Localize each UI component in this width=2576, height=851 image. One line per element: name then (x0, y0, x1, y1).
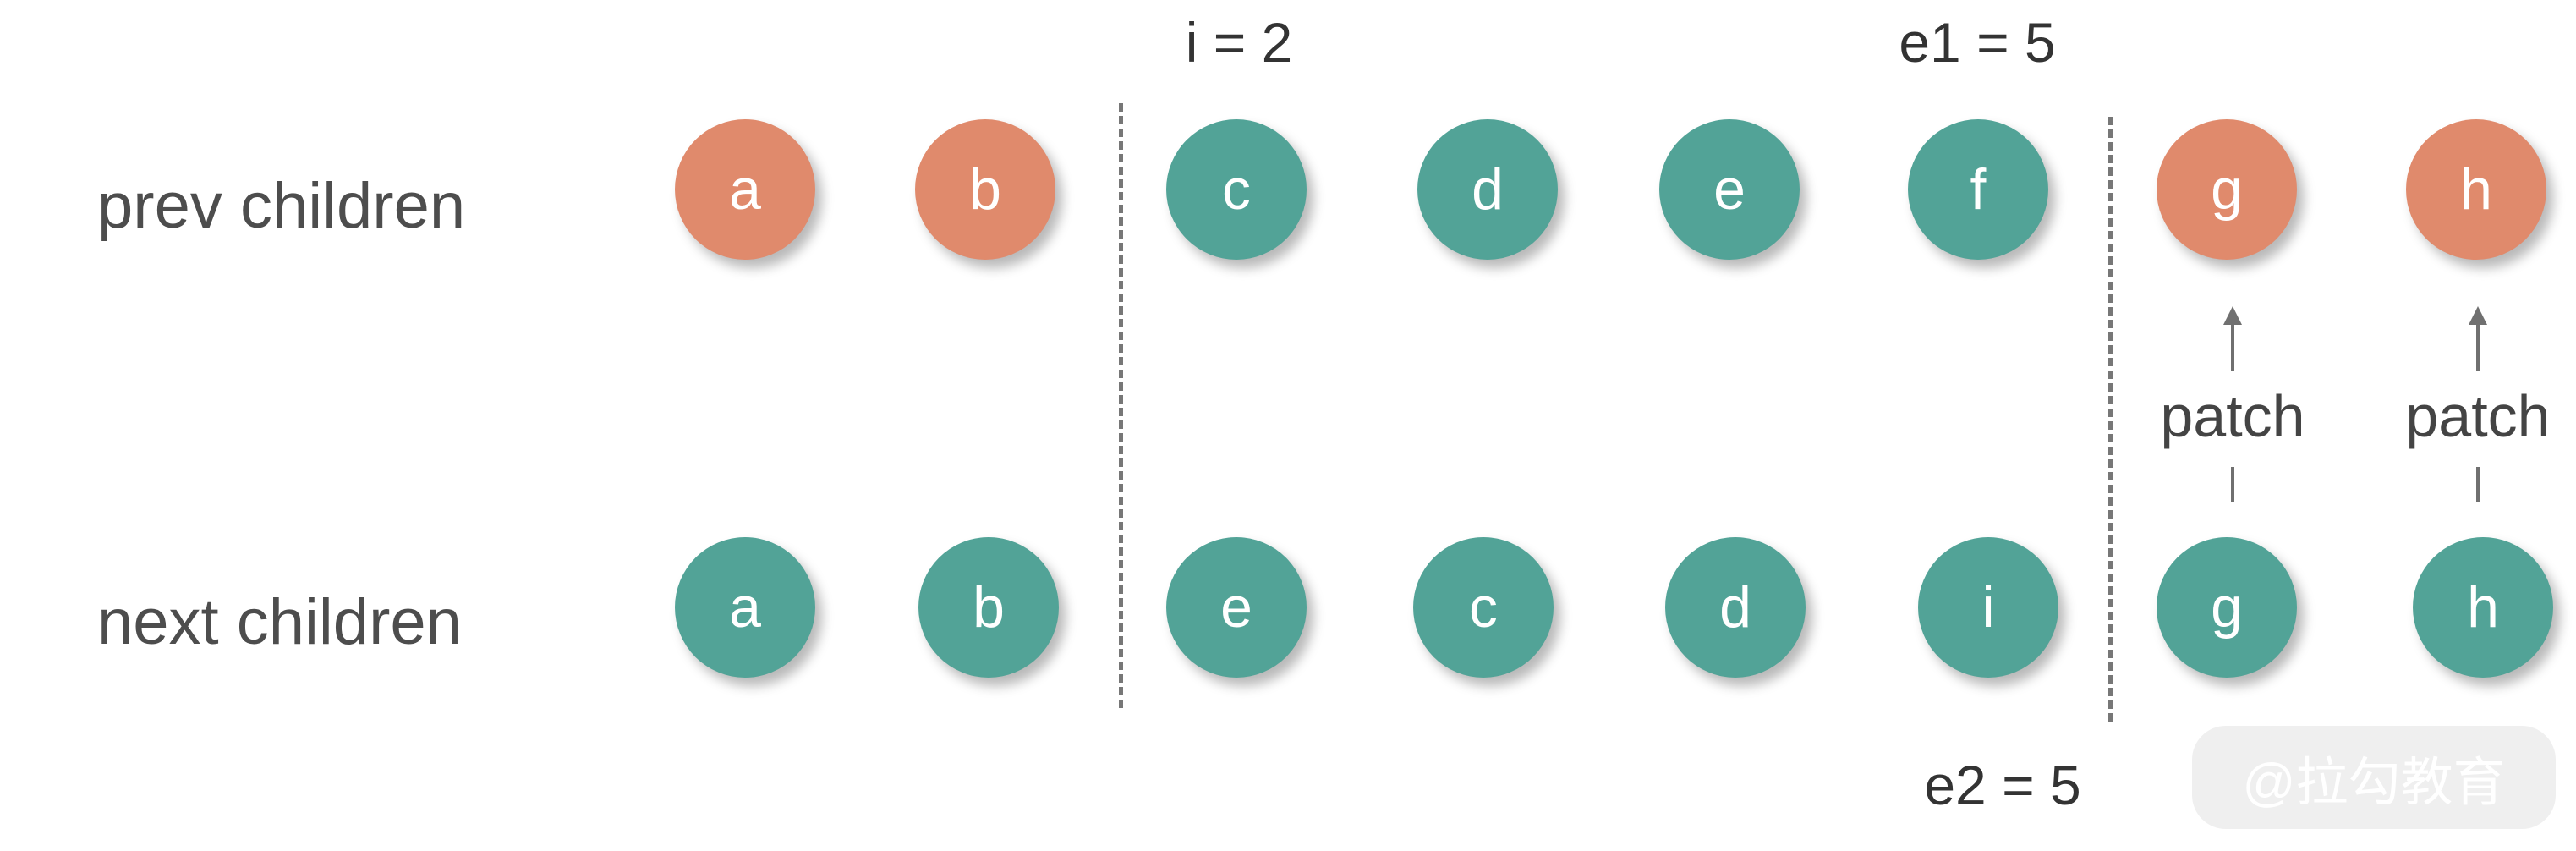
prev-node-label: g (2211, 157, 2243, 222)
e2-index-label: e2 = 5 (1924, 754, 2081, 816)
patch-connector-tick (2231, 467, 2234, 502)
next-node-c: c (1413, 537, 1554, 678)
e1-index-label: e1 = 5 (1899, 11, 2056, 74)
prev-node-b: b (915, 119, 1055, 260)
watermark: @拉勾教育 (2192, 726, 2556, 829)
next-node-label: h (2467, 575, 2499, 640)
next-node-b: b (918, 537, 1059, 678)
next-node-g: g (2157, 537, 2297, 678)
next-node-a: a (675, 537, 815, 678)
prev-node-g: g (2157, 119, 2297, 260)
patch-arrow-head (2469, 306, 2487, 325)
next-node-label: b (973, 575, 1005, 640)
prev-node-e: e (1659, 119, 1800, 260)
patch-label: patch (2160, 383, 2305, 449)
prev-node-d: d (1417, 119, 1558, 260)
next-node-i: i (1918, 537, 2058, 678)
prev-children-label: prev children (97, 170, 466, 242)
prev-node-label: c (1222, 157, 1251, 222)
prev-node-f: f (1908, 119, 2048, 260)
prev-node-label: a (729, 157, 761, 222)
i-index-label: i = 2 (1185, 11, 1293, 74)
prev-node-label: b (969, 157, 1001, 222)
prev-node-a: a (675, 119, 815, 260)
prev-node-h: h (2406, 119, 2546, 260)
prev-node-label: e (1713, 157, 1746, 222)
next-node-label: i (1981, 575, 1995, 640)
prev-node-label: h (2460, 157, 2492, 222)
divider-left (1119, 103, 1123, 708)
patch-arrow-shaft (2476, 323, 2480, 371)
next-node-label: a (729, 575, 761, 640)
next-node-d: d (1665, 537, 1806, 678)
next-node-label: c (1469, 575, 1498, 640)
divider-right (2108, 117, 2113, 722)
next-node-label: g (2211, 575, 2243, 640)
next-node-h: h (2413, 537, 2553, 678)
next-node-label: e (1220, 575, 1252, 640)
patch-label: patch (2405, 383, 2551, 449)
prev-node-label: d (1472, 157, 1504, 222)
next-children-label: next children (97, 586, 462, 658)
prev-node-c: c (1166, 119, 1307, 260)
next-node-label: d (1719, 575, 1751, 640)
patch-connector-tick (2476, 467, 2480, 502)
patch-arrow-shaft (2231, 323, 2234, 371)
prev-node-label: f (1970, 157, 1987, 222)
next-node-e: e (1166, 537, 1307, 678)
patch-arrow-head (2223, 306, 2242, 325)
